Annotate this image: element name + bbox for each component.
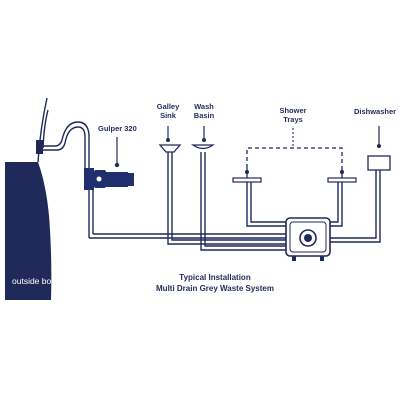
wash-label-line2: Basin (194, 111, 215, 120)
galley-drain-pipe (167, 152, 286, 245)
dishwasher-label: Dishwasher (354, 107, 396, 116)
shower-left-drain-pipe (246, 182, 286, 227)
galley-drain-pipe-inner (171, 152, 286, 241)
dishwasher-pointer-dot (377, 144, 381, 148)
discharge-pipe-inner (43, 126, 86, 168)
boat-hull-icon (5, 162, 52, 300)
galley-pointer-dot (166, 138, 170, 142)
shower-bracket-dashed (246, 147, 343, 168)
wash-basin-icon (190, 144, 216, 150)
galley-label-line1: Galley (157, 102, 180, 111)
shower-left-drain-pipe-inner (250, 182, 286, 223)
wash-drain-pipe-inner (204, 152, 286, 247)
gulper-pointer-dot (114, 162, 120, 168)
galley-label-line2: Sink (160, 111, 177, 120)
hull-outline (37, 97, 48, 163)
shower-label-line2: Trays (283, 115, 303, 124)
shower-right-drain-pipe-inner (330, 182, 339, 223)
shower-tray-right-icon (327, 168, 357, 183)
caption-line1: Typical Installation (179, 273, 251, 282)
dishwasher-drain-pipe-inner (330, 170, 381, 243)
dishwasher-drain-pipe (330, 170, 377, 239)
gulper-pump-icon (84, 168, 134, 190)
outside-boat-label: outside boat (12, 276, 59, 286)
shower-tray-left-icon (232, 168, 262, 183)
shower-label-line1: Shower (279, 106, 306, 115)
galley-sink-icon (158, 144, 182, 153)
wash-drain-pipe (200, 152, 286, 251)
wash-label-line1: Wash (194, 102, 214, 111)
hull-outlet-fitting (36, 140, 43, 154)
wash-pointer-dot (202, 138, 206, 142)
dishwasher-icon (367, 155, 391, 171)
shower-right-drain-pipe (330, 182, 343, 227)
hull-outline-inner (42, 109, 49, 149)
caption-line2: Multi Drain Grey Waste System (156, 284, 274, 293)
gulper-label: Gulper 320 (98, 124, 137, 133)
waste-manifold-icon (285, 217, 331, 261)
discharge-pipe (43, 121, 90, 168)
